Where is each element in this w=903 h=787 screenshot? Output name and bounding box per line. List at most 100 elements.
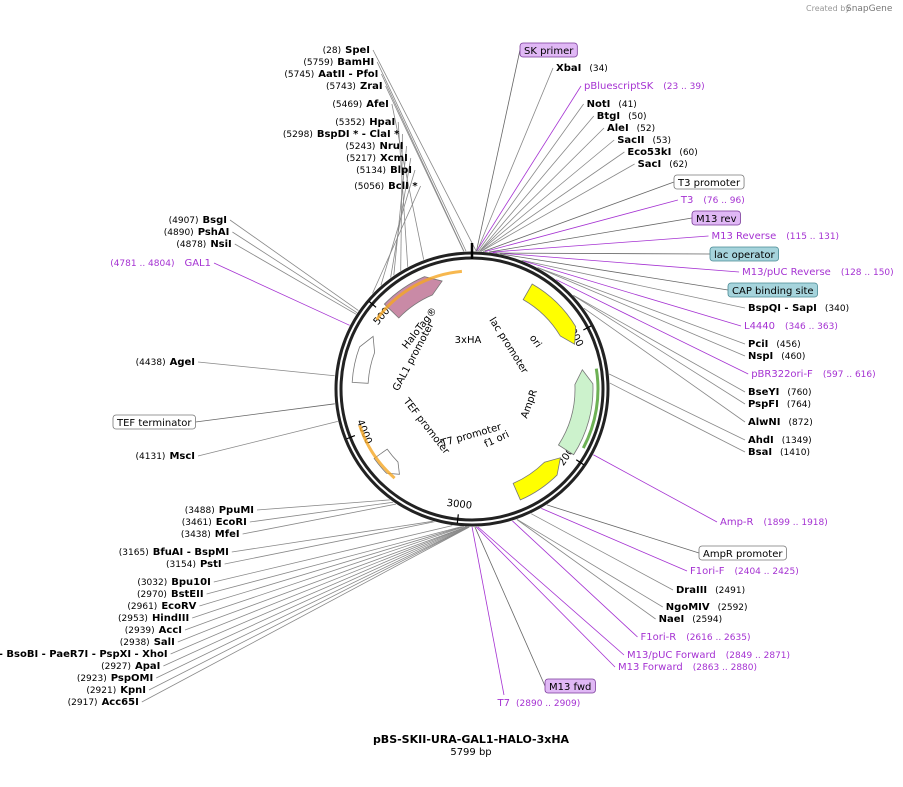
feature-box[interactable]: SK primer	[519, 42, 578, 58]
restriction-site[interactable]: BsaI(1410)	[748, 447, 810, 458]
site-name: NotI	[587, 99, 611, 110]
restriction-site[interactable]: EcoRV(2961)	[127, 601, 196, 612]
leader-line	[489, 217, 693, 253]
restriction-site[interactable]: MscI(4131)	[136, 451, 196, 462]
restriction-site[interactable]: BspQI - SapI(340)	[748, 303, 849, 314]
restriction-site[interactable]: BfuAI - BspMI(3165)	[119, 547, 229, 558]
restriction-site[interactable]: NruI(5243)	[346, 141, 404, 152]
restriction-site[interactable]: SalI(2938)	[120, 637, 175, 648]
restriction-site[interactable]: SpeI(28)	[323, 45, 370, 56]
primer-name: T7	[497, 698, 510, 709]
restriction-site[interactable]: NsiI(4878)	[176, 239, 231, 250]
restriction-site[interactable]: DraIII(2491)	[676, 585, 745, 596]
restriction-site[interactable]: BamHI(5759)	[303, 57, 374, 68]
restriction-site[interactable]: PciI(456)	[748, 339, 801, 350]
primer-binding-site[interactable]: GAL1(4781 .. 4804)	[110, 258, 211, 269]
restriction-site[interactable]: BsgI(4907)	[169, 215, 227, 226]
restriction-site[interactable]: AlwNI(872)	[748, 417, 813, 428]
site-position: (2491)	[715, 586, 745, 596]
feature-box[interactable]: lac operator	[709, 246, 779, 262]
restriction-site[interactable]: BclI *(5056)	[354, 181, 418, 192]
restriction-site[interactable]: NspI(460)	[748, 351, 805, 362]
restriction-site[interactable]: BlpI(5134)	[356, 165, 412, 176]
site-position: (5134)	[356, 166, 386, 176]
site-position: (1349)	[782, 436, 812, 446]
site-name: Acc65I	[102, 697, 139, 708]
restriction-site[interactable]: ApaI(2927)	[101, 661, 160, 672]
leader-line	[490, 235, 709, 253]
restriction-site[interactable]: AgeI(4438)	[136, 357, 195, 368]
restriction-site[interactable]: BspDI * - ClaI *(5298)	[283, 129, 400, 140]
leader-line	[476, 85, 582, 252]
restriction-site[interactable]: NgoMIV(2592)	[666, 602, 748, 613]
restriction-site[interactable]: AatII - PfoI(5745)	[284, 69, 378, 80]
primer-binding-site[interactable]: F1ori-R(2616 .. 2635)	[641, 632, 751, 643]
restriction-site[interactable]: AccI(2939)	[125, 625, 182, 636]
feature-box[interactable]: TEF terminator	[112, 414, 196, 430]
feature-box[interactable]: AmpR promoter	[698, 545, 787, 561]
restriction-site[interactable]: SacII(53)	[617, 135, 671, 146]
restriction-site[interactable]: AleI(52)	[607, 123, 655, 134]
restriction-site[interactable]: KpnI(2921)	[86, 685, 146, 696]
restriction-site[interactable]: NaeI(2594)	[659, 614, 723, 625]
primer-binding-site[interactable]: M13/pUC Forward(2849 .. 2871)	[627, 650, 790, 661]
leader-line	[184, 526, 467, 631]
site-position: (2917)	[68, 698, 98, 708]
primer-binding-site[interactable]: F1ori-F(2404 .. 2425)	[690, 566, 799, 577]
leader-line	[556, 279, 749, 375]
leader-line	[224, 521, 435, 565]
restriction-site[interactable]: Acc65I (2917)	[68, 697, 139, 708]
site-name: SacI	[638, 159, 662, 170]
restriction-site[interactable]: EcoRI(3461)	[182, 517, 247, 528]
site-name: HindIII	[152, 613, 189, 624]
restriction-site[interactable]: BseYI(760)	[748, 387, 812, 398]
restriction-site[interactable]: PpuMI(3488)	[185, 505, 254, 516]
restriction-site[interactable]: SacI (62)	[638, 159, 688, 170]
restriction-site[interactable]: Bpu10I(3032)	[137, 577, 210, 588]
restriction-site[interactable]: AbsI - AvaI - BsoBI - PaeR7I - PspXI - X…	[0, 649, 168, 660]
restriction-site[interactable]: NotI(41)	[587, 99, 637, 110]
leader-line	[541, 507, 688, 572]
restriction-site[interactable]: HindIII(2953)	[118, 613, 189, 624]
restriction-site[interactable]: XbaI(34)	[556, 63, 608, 74]
primer-binding-site[interactable]: Amp-R(1899 .. 1918)	[720, 517, 828, 528]
primer-binding-site[interactable]: M13/pUC Reverse(128 .. 150)	[742, 267, 894, 278]
primer-binding-site[interactable]: pBluescriptSK(23 .. 39)	[584, 81, 705, 92]
restriction-site[interactable]: BtgI(50)	[597, 111, 647, 122]
primer-binding-site[interactable]: L4440(346 .. 363)	[744, 321, 838, 332]
primer-binding-site[interactable]: pBR322ori-F(597 .. 616)	[751, 369, 875, 380]
restriction-site[interactable]: HpaI(5352)	[335, 117, 395, 128]
backbone-inner-strand	[339, 256, 605, 522]
site-position: (1410)	[780, 448, 810, 458]
site-position: (2927)	[101, 662, 131, 672]
restriction-site[interactable]: PshAI(4890)	[164, 227, 230, 238]
restriction-site[interactable]: AhdI(1349)	[748, 435, 812, 446]
restriction-site[interactable]: XcmI(5217)	[346, 153, 408, 164]
feature-box[interactable]: M13 rev	[691, 210, 741, 226]
feature-box[interactable]: T3 promoter	[673, 174, 745, 190]
primer-binding-site[interactable]: T3(76 .. 96)	[680, 195, 745, 206]
primer-binding-site[interactable]: T7(2890 .. 2909)	[497, 698, 581, 709]
site-name: BspQI - SapI	[748, 303, 817, 314]
leader-line	[393, 145, 407, 276]
site-name: BfuAI - BspMI	[153, 547, 229, 558]
feature-box[interactable]: M13 fwd	[544, 678, 596, 694]
restriction-site[interactable]: MfeI(3438)	[181, 529, 240, 540]
site-position: (62)	[669, 160, 687, 170]
feature-gal1-promoter	[351, 335, 376, 384]
feature-box-label: lac operator	[714, 250, 775, 261]
leader-line	[380, 169, 416, 286]
restriction-site[interactable]: BstEII(2970)	[137, 589, 204, 600]
restriction-site[interactable]: AfeI(5469)	[332, 99, 389, 110]
feature-box[interactable]: CAP binding site	[727, 282, 818, 298]
site-position: (5469)	[332, 100, 362, 110]
primer-binding-site[interactable]: M13 Forward(2863 .. 2880)	[618, 662, 757, 673]
feature-label: TEF promoter	[400, 396, 452, 458]
site-position: (4438)	[136, 358, 166, 368]
restriction-site[interactable]: PspFI(764)	[748, 399, 811, 410]
restriction-site[interactable]: PstI(3154)	[166, 559, 222, 570]
restriction-site[interactable]: PspOMI(2923)	[77, 673, 153, 684]
restriction-site[interactable]: ZraI(5743)	[326, 81, 383, 92]
primer-binding-site[interactable]: M13 Reverse(115 .. 131)	[712, 231, 840, 242]
restriction-site[interactable]: Eco53kI(60)	[627, 147, 697, 158]
